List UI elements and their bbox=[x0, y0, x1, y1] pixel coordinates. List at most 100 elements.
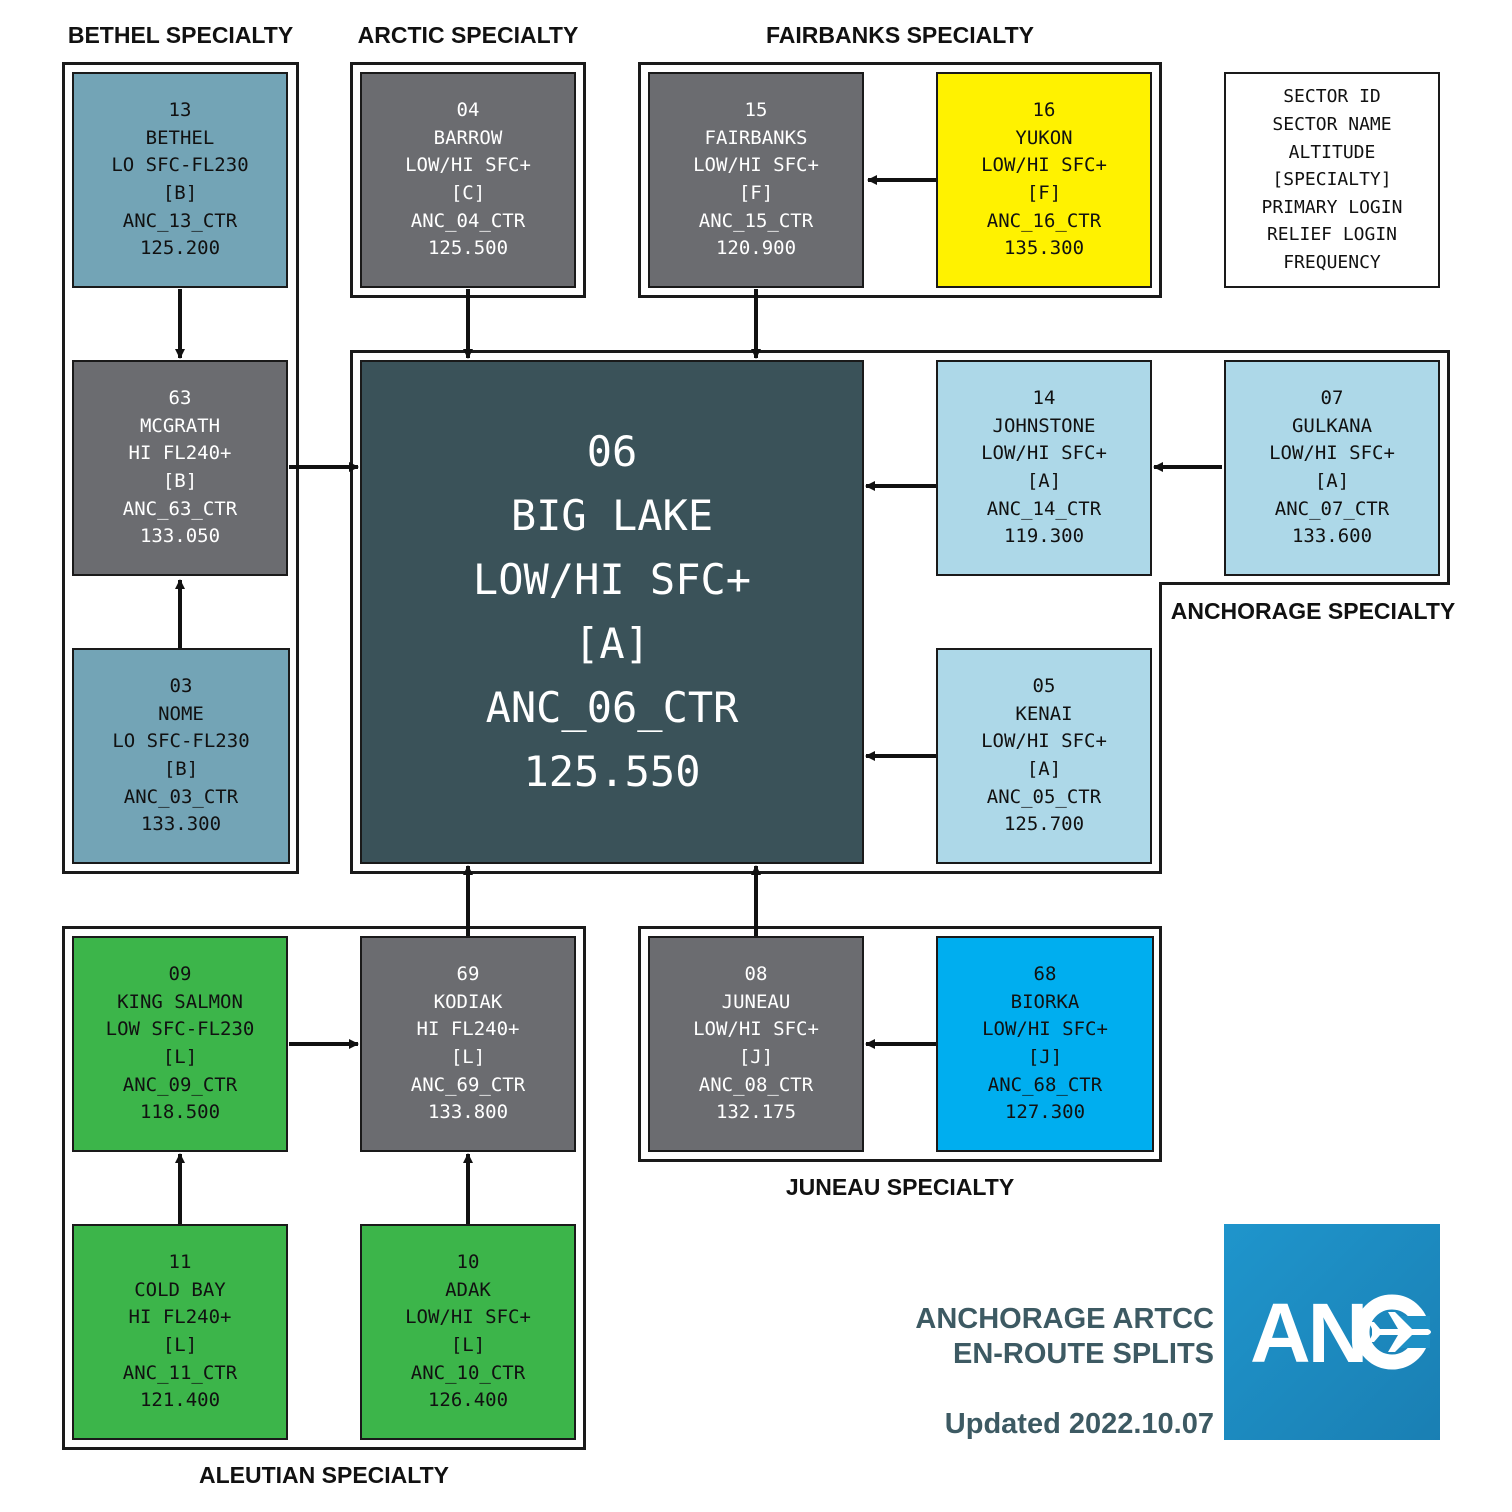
sector-id: 13 bbox=[168, 99, 192, 122]
title-line-1: ANCHORAGE ARTCC bbox=[915, 1303, 1214, 1335]
sector-frequency: 127.300 bbox=[1004, 1101, 1086, 1124]
sector-login: ANC_09_CTR bbox=[122, 1073, 238, 1096]
sector-login: ANC_03_CTR bbox=[123, 785, 239, 808]
sector-altitude: LOW/HI SFC+ bbox=[693, 1018, 819, 1041]
sector-specialty: [F] bbox=[738, 182, 774, 204]
sector-specialty: [J] bbox=[1027, 1046, 1063, 1068]
legend-sector-name: SECTOR NAME bbox=[1272, 114, 1392, 136]
sector-06-big-lake: 06 BIG LAKE LOW/HI SFC+ [A] ANC_06_CTR 1… bbox=[360, 360, 864, 864]
sector-login: ANC_06_CTR bbox=[485, 683, 739, 732]
sector-name: KENAI bbox=[1015, 702, 1073, 725]
sector-frequency: 125.200 bbox=[139, 237, 221, 260]
legend-relief-login: RELIEF LOGIN bbox=[1266, 224, 1398, 246]
sector-login: ANC_15_CTR bbox=[698, 209, 814, 232]
sector-name: KODIAK bbox=[433, 990, 503, 1013]
updated-date: Updated 2022.10.07 bbox=[944, 1408, 1214, 1440]
sector-frequency: 121.400 bbox=[139, 1389, 221, 1412]
sector-frequency: 125.550 bbox=[523, 747, 701, 796]
sector-name: COLD BAY bbox=[134, 1278, 226, 1301]
sector-name: YUKON bbox=[1015, 126, 1073, 149]
sector-frequency: 125.500 bbox=[427, 237, 509, 260]
sector-id: 14 bbox=[1032, 387, 1056, 410]
legend-sector-id: SECTOR ID bbox=[1283, 86, 1381, 108]
sector-login: ANC_04_CTR bbox=[410, 209, 526, 232]
anc-logo-mark: AN bbox=[1250, 1286, 1431, 1380]
legend-box: SECTOR ID SECTOR NAME ALTITUDE [SPECIALT… bbox=[1224, 72, 1440, 288]
title-block: ANCHORAGE ARTCC EN-ROUTE SPLITS bbox=[915, 1302, 1214, 1372]
sector-id: 09 bbox=[168, 963, 192, 986]
sector-id: 03 bbox=[169, 675, 193, 698]
sector-altitude: LO SFC-FL230 bbox=[111, 154, 249, 177]
legend-altitude: ALTITUDE bbox=[1288, 141, 1376, 163]
sector-id: 16 bbox=[1032, 99, 1056, 122]
sector-frequency: 132.175 bbox=[715, 1101, 797, 1124]
bethel-specialty-label: BETHEL SPECIALTY bbox=[67, 22, 294, 48]
sector-name: ADAK bbox=[445, 1278, 491, 1301]
legend-primary-login: PRIMARY LOGIN bbox=[1261, 196, 1403, 218]
sector-login: ANC_05_CTR bbox=[986, 785, 1102, 808]
sector-specialty: [B] bbox=[162, 182, 198, 204]
fairbanks-specialty-label: FAIRBANKS SPECIALTY bbox=[766, 22, 1034, 48]
sector-altitude: HI FL240+ bbox=[416, 1018, 520, 1041]
sector-name: JUNEAU bbox=[721, 990, 791, 1013]
sector-specialty: [C] bbox=[450, 182, 486, 204]
sector-63-mcgrath: 63 MCGRATH HI FL240+ [B] ANC_63_CTR 133.… bbox=[72, 360, 288, 576]
anc-logo: AN bbox=[1224, 1224, 1440, 1440]
sector-id: 11 bbox=[168, 1251, 192, 1274]
arctic-specialty-label: ARCTIC SPECIALTY bbox=[357, 22, 579, 48]
sector-altitude: LOW/HI SFC+ bbox=[981, 442, 1107, 465]
sector-11-cold-bay: 11 COLD BAY HI FL240+ [L] ANC_11_CTR 121… bbox=[72, 1224, 288, 1440]
svg-text:AN: AN bbox=[1250, 1286, 1365, 1380]
sector-07-gulkana: 07 GULKANA LOW/HI SFC+ [A] ANC_07_CTR 13… bbox=[1224, 360, 1440, 576]
sector-altitude: LOW SFC-FL230 bbox=[105, 1018, 255, 1041]
sector-13-bethel: 13 BETHEL LO SFC-FL230 [B] ANC_13_CTR 12… bbox=[72, 72, 288, 288]
sector-specialty: [L] bbox=[450, 1046, 486, 1068]
sector-login: ANC_07_CTR bbox=[1274, 497, 1390, 520]
sector-login: ANC_63_CTR bbox=[122, 497, 238, 520]
sector-login: ANC_10_CTR bbox=[410, 1361, 526, 1384]
sector-specialty: [L] bbox=[450, 1334, 486, 1356]
sector-frequency: 118.500 bbox=[139, 1101, 221, 1124]
sector-frequency: 133.050 bbox=[139, 525, 221, 548]
aleutian-specialty-label: ALEUTIAN SPECIALTY bbox=[198, 1462, 450, 1488]
sector-specialty: [J] bbox=[738, 1046, 774, 1068]
sector-frequency: 133.600 bbox=[1291, 525, 1373, 548]
sector-specialty: [A] bbox=[1026, 470, 1062, 492]
sector-frequency: 125.700 bbox=[1003, 813, 1085, 836]
sector-id: 69 bbox=[456, 963, 480, 986]
sector-name: KING SALMON bbox=[117, 990, 243, 1013]
sector-login: ANC_16_CTR bbox=[986, 209, 1102, 232]
sector-login: ANC_13_CTR bbox=[122, 209, 238, 232]
legend-frequency: FREQUENCY bbox=[1283, 251, 1381, 273]
sector-16-yukon: 16 YUKON LOW/HI SFC+ [F] ANC_16_CTR 135.… bbox=[936, 72, 1152, 288]
sector-name: BIORKA bbox=[1010, 990, 1080, 1013]
sector-login: ANC_08_CTR bbox=[698, 1073, 814, 1096]
sector-id: 63 bbox=[168, 387, 192, 410]
sector-login: ANC_69_CTR bbox=[410, 1073, 526, 1096]
fairbanks-specialty-box bbox=[638, 62, 1162, 298]
sector-altitude: LOW/HI SFC+ bbox=[405, 1306, 531, 1329]
sector-altitude: LOW/HI SFC+ bbox=[981, 730, 1107, 753]
sector-specialty: [A] bbox=[1314, 470, 1350, 492]
sector-08-juneau: 08 JUNEAU LOW/HI SFC+ [J] ANC_08_CTR 132… bbox=[648, 936, 864, 1152]
aleutian-specialty-box bbox=[62, 926, 586, 1450]
sector-04-barrow: 04 BARROW LOW/HI SFC+ [C] ANC_04_CTR 125… bbox=[360, 72, 576, 288]
sector-name: BIG LAKE bbox=[510, 491, 714, 540]
sector-altitude: LO SFC-FL230 bbox=[112, 730, 250, 753]
sector-login: ANC_14_CTR bbox=[986, 497, 1102, 520]
sector-altitude: HI FL240+ bbox=[128, 1306, 232, 1329]
sector-name: BARROW bbox=[433, 126, 503, 149]
sector-frequency: 135.300 bbox=[1003, 237, 1085, 260]
sector-name: JOHNSTONE bbox=[992, 414, 1096, 437]
sector-name: GULKANA bbox=[1291, 414, 1373, 437]
sector-specialty: [A] bbox=[574, 619, 650, 668]
title-line-2: EN-ROUTE SPLITS bbox=[952, 1338, 1214, 1370]
sector-id: 68 bbox=[1033, 963, 1057, 986]
sector-name: NOME bbox=[158, 702, 204, 725]
sector-03-nome: 03 NOME LO SFC-FL230 [B] ANC_03_CTR 133.… bbox=[72, 648, 290, 864]
anchorage-specialty-label: ANCHORAGE SPECIALTY bbox=[1170, 598, 1456, 624]
sector-68-biorka: 68 BIORKA LOW/HI SFC+ [J] ANC_68_CTR 127… bbox=[936, 936, 1154, 1152]
sector-altitude: LOW/HI SFC+ bbox=[1269, 442, 1395, 465]
legend-specialty: [SPECIALTY] bbox=[1272, 169, 1392, 191]
sector-14-johnstone: 14 JOHNSTONE LOW/HI SFC+ [A] ANC_14_CTR … bbox=[936, 360, 1152, 576]
